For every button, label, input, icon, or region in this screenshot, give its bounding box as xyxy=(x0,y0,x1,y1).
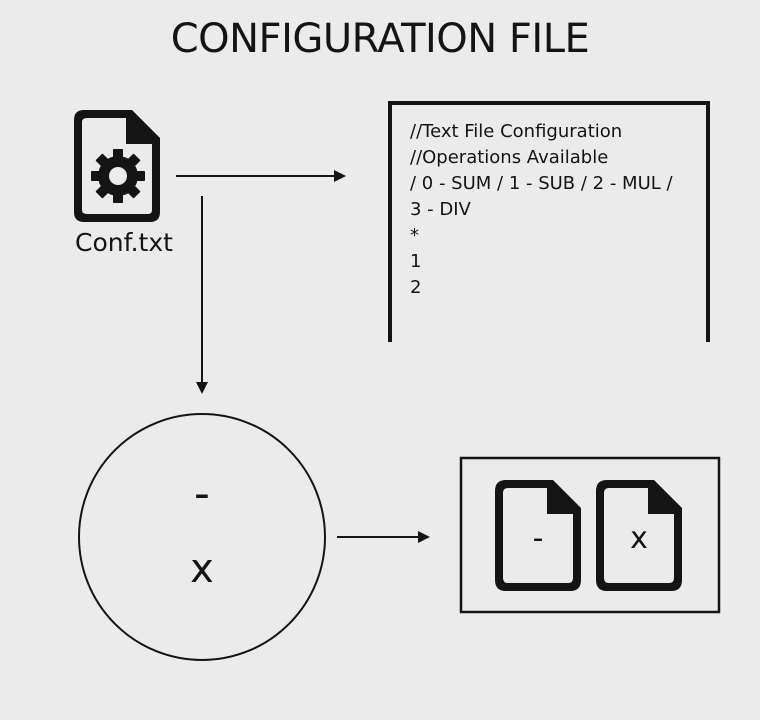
document-icon[interactable] xyxy=(495,480,581,591)
config-file-name: Conf.txt xyxy=(75,228,173,257)
file-content-text: //Text File Configuration //Operations A… xyxy=(410,119,700,301)
processor-symbol-x: x xyxy=(190,546,214,592)
processor-circle xyxy=(78,413,326,661)
content-line: / 0 - SUM / 1 - SUB / 2 - MUL / xyxy=(410,173,673,194)
output-label-x: x xyxy=(630,521,648,556)
page-title: CONFIGURATION FILE xyxy=(170,16,590,62)
output-box xyxy=(459,456,721,614)
file-content-panel xyxy=(388,101,710,342)
gear-icon xyxy=(91,149,145,203)
content-line: 1 xyxy=(410,251,422,272)
processor-symbol-minus: - xyxy=(194,468,210,519)
document-icon[interactable] xyxy=(596,480,682,591)
content-line: //Operations Available xyxy=(410,147,609,168)
content-line: //Text File Configuration xyxy=(410,121,623,142)
content-line: * xyxy=(410,225,419,246)
content-line: 2 xyxy=(410,277,422,298)
output-label-minus: - xyxy=(532,521,544,556)
gear-document-icon[interactable] xyxy=(74,110,160,222)
content-line: 3 - DIV xyxy=(410,199,471,220)
